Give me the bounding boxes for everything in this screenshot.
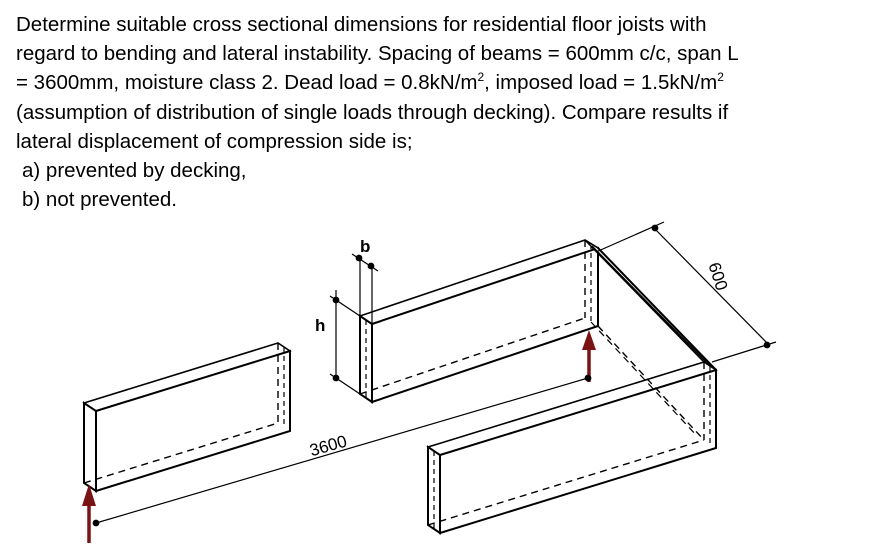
superscript-2: 2	[477, 70, 485, 85]
right-beam	[426, 239, 718, 535]
middle-beam	[358, 239, 600, 404]
problem-line-3a: = 3600mm, moisture class 2. Dead load = …	[16, 71, 478, 95]
spacing-dimension	[595, 221, 777, 363]
span-dimension	[92, 374, 592, 527]
left-beam	[82, 342, 292, 493]
superscript-2b: 2	[717, 70, 724, 85]
width-dimension	[351, 253, 379, 324]
label-h: h	[315, 316, 325, 335]
option-a: a) prevented by decking,	[22, 159, 247, 183]
problem-paragraph: Determine suitable cross sectional dimen…	[16, 10, 886, 156]
problem-line-3b: , imposed load = 1.5kN/m	[484, 71, 718, 95]
label-span: 3600	[307, 432, 349, 461]
problem-line-2: regard to bending and lateral instabilit…	[16, 42, 739, 66]
problem-line-5: lateral displacement of compression side…	[16, 129, 413, 153]
middle-support-arrow	[582, 330, 596, 382]
height-dimension	[329, 290, 361, 395]
problem-line-4: (assumption of distribution of single lo…	[16, 100, 729, 124]
option-b: b) not prevented.	[22, 188, 177, 212]
label-spacing: 600	[704, 260, 731, 293]
problem-line-1: Determine suitable cross sectional dimen…	[16, 13, 707, 36]
label-b: b	[360, 237, 370, 256]
left-support-arrow	[82, 484, 96, 543]
problem-statement: Determine suitable cross sectional dimen…	[16, 10, 886, 214]
